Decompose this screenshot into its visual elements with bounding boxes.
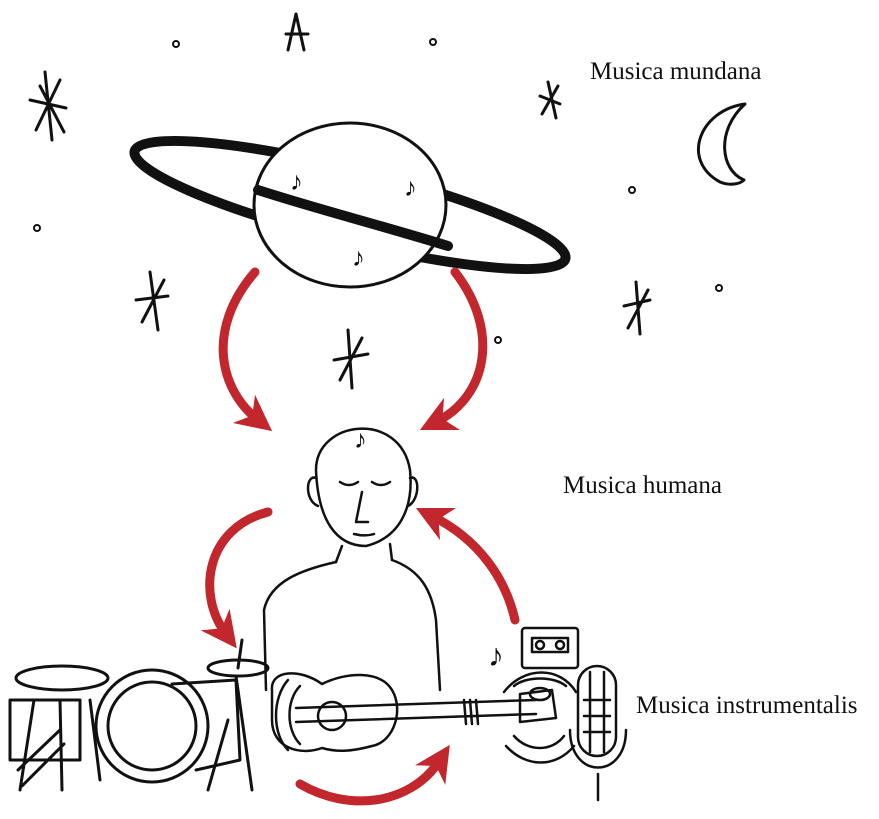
music-note-icon: ♪ bbox=[488, 637, 504, 673]
music-note-icon: ♪ bbox=[290, 167, 303, 196]
star-icon bbox=[30, 72, 66, 140]
star-icon bbox=[286, 14, 308, 50]
star-icon bbox=[624, 282, 650, 334]
arrow-icon bbox=[432, 516, 515, 620]
star-icon bbox=[430, 39, 436, 45]
person-icon: ♪ bbox=[264, 425, 440, 690]
star-icon bbox=[136, 272, 168, 330]
star-icon bbox=[173, 41, 179, 47]
drum-kit-icon bbox=[10, 640, 268, 790]
music-note-icon: ♪ bbox=[354, 425, 367, 454]
star-icon bbox=[334, 330, 368, 388]
label-musica-mundana: Musica mundana bbox=[590, 58, 761, 86]
planet-icon: ♪ ♪ ♪ bbox=[126, 116, 574, 293]
arrow-icon bbox=[223, 272, 258, 420]
star-icon bbox=[540, 82, 560, 118]
cassette-icon: ♪ bbox=[488, 628, 578, 673]
arrow-icon bbox=[300, 760, 440, 801]
star-icon bbox=[34, 225, 40, 231]
label-musica-humana: Musica humana bbox=[563, 472, 722, 500]
microphone-icon bbox=[570, 666, 626, 800]
star-icon bbox=[716, 285, 722, 291]
music-note-icon: ♪ bbox=[352, 243, 365, 272]
star-icon bbox=[495, 337, 501, 343]
arrow-icon bbox=[436, 272, 483, 422]
speaker-icon bbox=[504, 673, 576, 763]
moon-icon bbox=[698, 104, 745, 184]
label-musica-instrumentalis: Musica instrumentalis bbox=[636, 692, 858, 720]
music-note-icon: ♪ bbox=[404, 173, 417, 202]
star-icon bbox=[629, 187, 635, 193]
arrow-icon bbox=[210, 512, 268, 634]
